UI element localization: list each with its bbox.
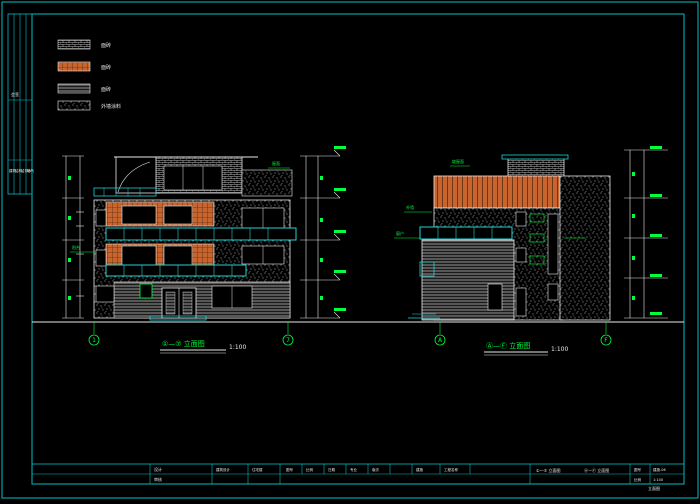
legend: 面砖 面砖 面砖 外墙涂料 — [57, 39, 121, 111]
title-block-cell: 版次 — [372, 467, 380, 472]
axis-label: F — [604, 337, 608, 344]
legend-label: 面砖 — [101, 86, 111, 93]
axis-label: 7 — [286, 337, 290, 344]
sheet-label: 立面图 — [648, 485, 660, 491]
right-side-label: 外墙 — [406, 204, 414, 210]
axis-marker — [600, 334, 612, 346]
right-mid-label: 窗户 — [396, 230, 404, 236]
left-elevation: 屋面 阳台 1 7 ①—⑦ 立面图 1:100 — [62, 146, 346, 354]
side-strip-label: 建筑 — [9, 168, 16, 173]
axis-label: 1 — [92, 337, 96, 344]
title-block-cell: 比例 — [634, 477, 642, 482]
left-elevation-title: ①—⑦ 立面图 — [162, 339, 205, 348]
side-strip-label: 给排水 — [21, 168, 32, 173]
legend-swatch-stucco — [57, 100, 91, 111]
side-strip-label: 会签 — [11, 91, 19, 97]
title-block-cell: 工程名称 — [444, 467, 458, 472]
title-block-cell: 日期 — [328, 467, 336, 472]
left-elevation-scale: 1:100 — [229, 344, 246, 351]
axis-marker — [434, 334, 446, 346]
side-strip-label: 电气 — [27, 168, 34, 173]
drawing-name: Ⓐ—Ⓕ 立面图 — [584, 467, 609, 473]
title-block-cell: 专业 — [350, 467, 358, 472]
left-top-label: 屋面 — [272, 160, 280, 166]
title-block-cell: 图号 — [634, 467, 642, 472]
title-block-cell: 比例 — [306, 467, 314, 472]
axis-marker — [282, 334, 294, 346]
right-elevation-title: Ⓐ—Ⓕ 立面图 — [486, 341, 530, 350]
title-block: 设计 审核 建筑设计 住宅楼 图号 比例 日期 专业 版次 建施 工程名称 ①—… — [31, 463, 685, 491]
left-mid-label: 阳台 — [72, 244, 80, 250]
title-block-label: 审核 — [154, 476, 162, 482]
drawing-name: ①—⑦ 立面图 — [536, 467, 560, 473]
legend-label: 外墙涂料 — [101, 103, 121, 110]
legend-swatch-lines — [57, 83, 91, 94]
title-block-label: 设计 — [154, 466, 162, 472]
legend-swatch-tile — [57, 61, 91, 72]
title-block-cell: 1:100 — [653, 478, 663, 482]
legend-swatch-brick — [57, 39, 91, 50]
right-elevation-scale: 1:100 — [551, 346, 568, 353]
title-block-cell: 图号 — [286, 467, 294, 472]
legend-label: 面砖 — [101, 64, 111, 71]
axis-marker — [88, 334, 100, 346]
title-block-cell: 住宅楼 — [252, 467, 263, 472]
right-roof-label: 坡屋面 — [452, 158, 464, 164]
side-strip-label: 结构 — [15, 168, 22, 173]
legend-label: 面砖 — [101, 42, 111, 49]
axis-label: A — [438, 337, 443, 344]
title-block-cell: 建施-06 — [653, 467, 666, 472]
right-elevation: 坡屋面 外墙 窗户 A — [394, 146, 668, 356]
title-block-cell: 建施 — [416, 467, 424, 472]
side-strip: 会签 建筑 结构 给排水 电气 — [7, 13, 34, 195]
title-block-cell: 建筑设计 — [216, 467, 230, 472]
